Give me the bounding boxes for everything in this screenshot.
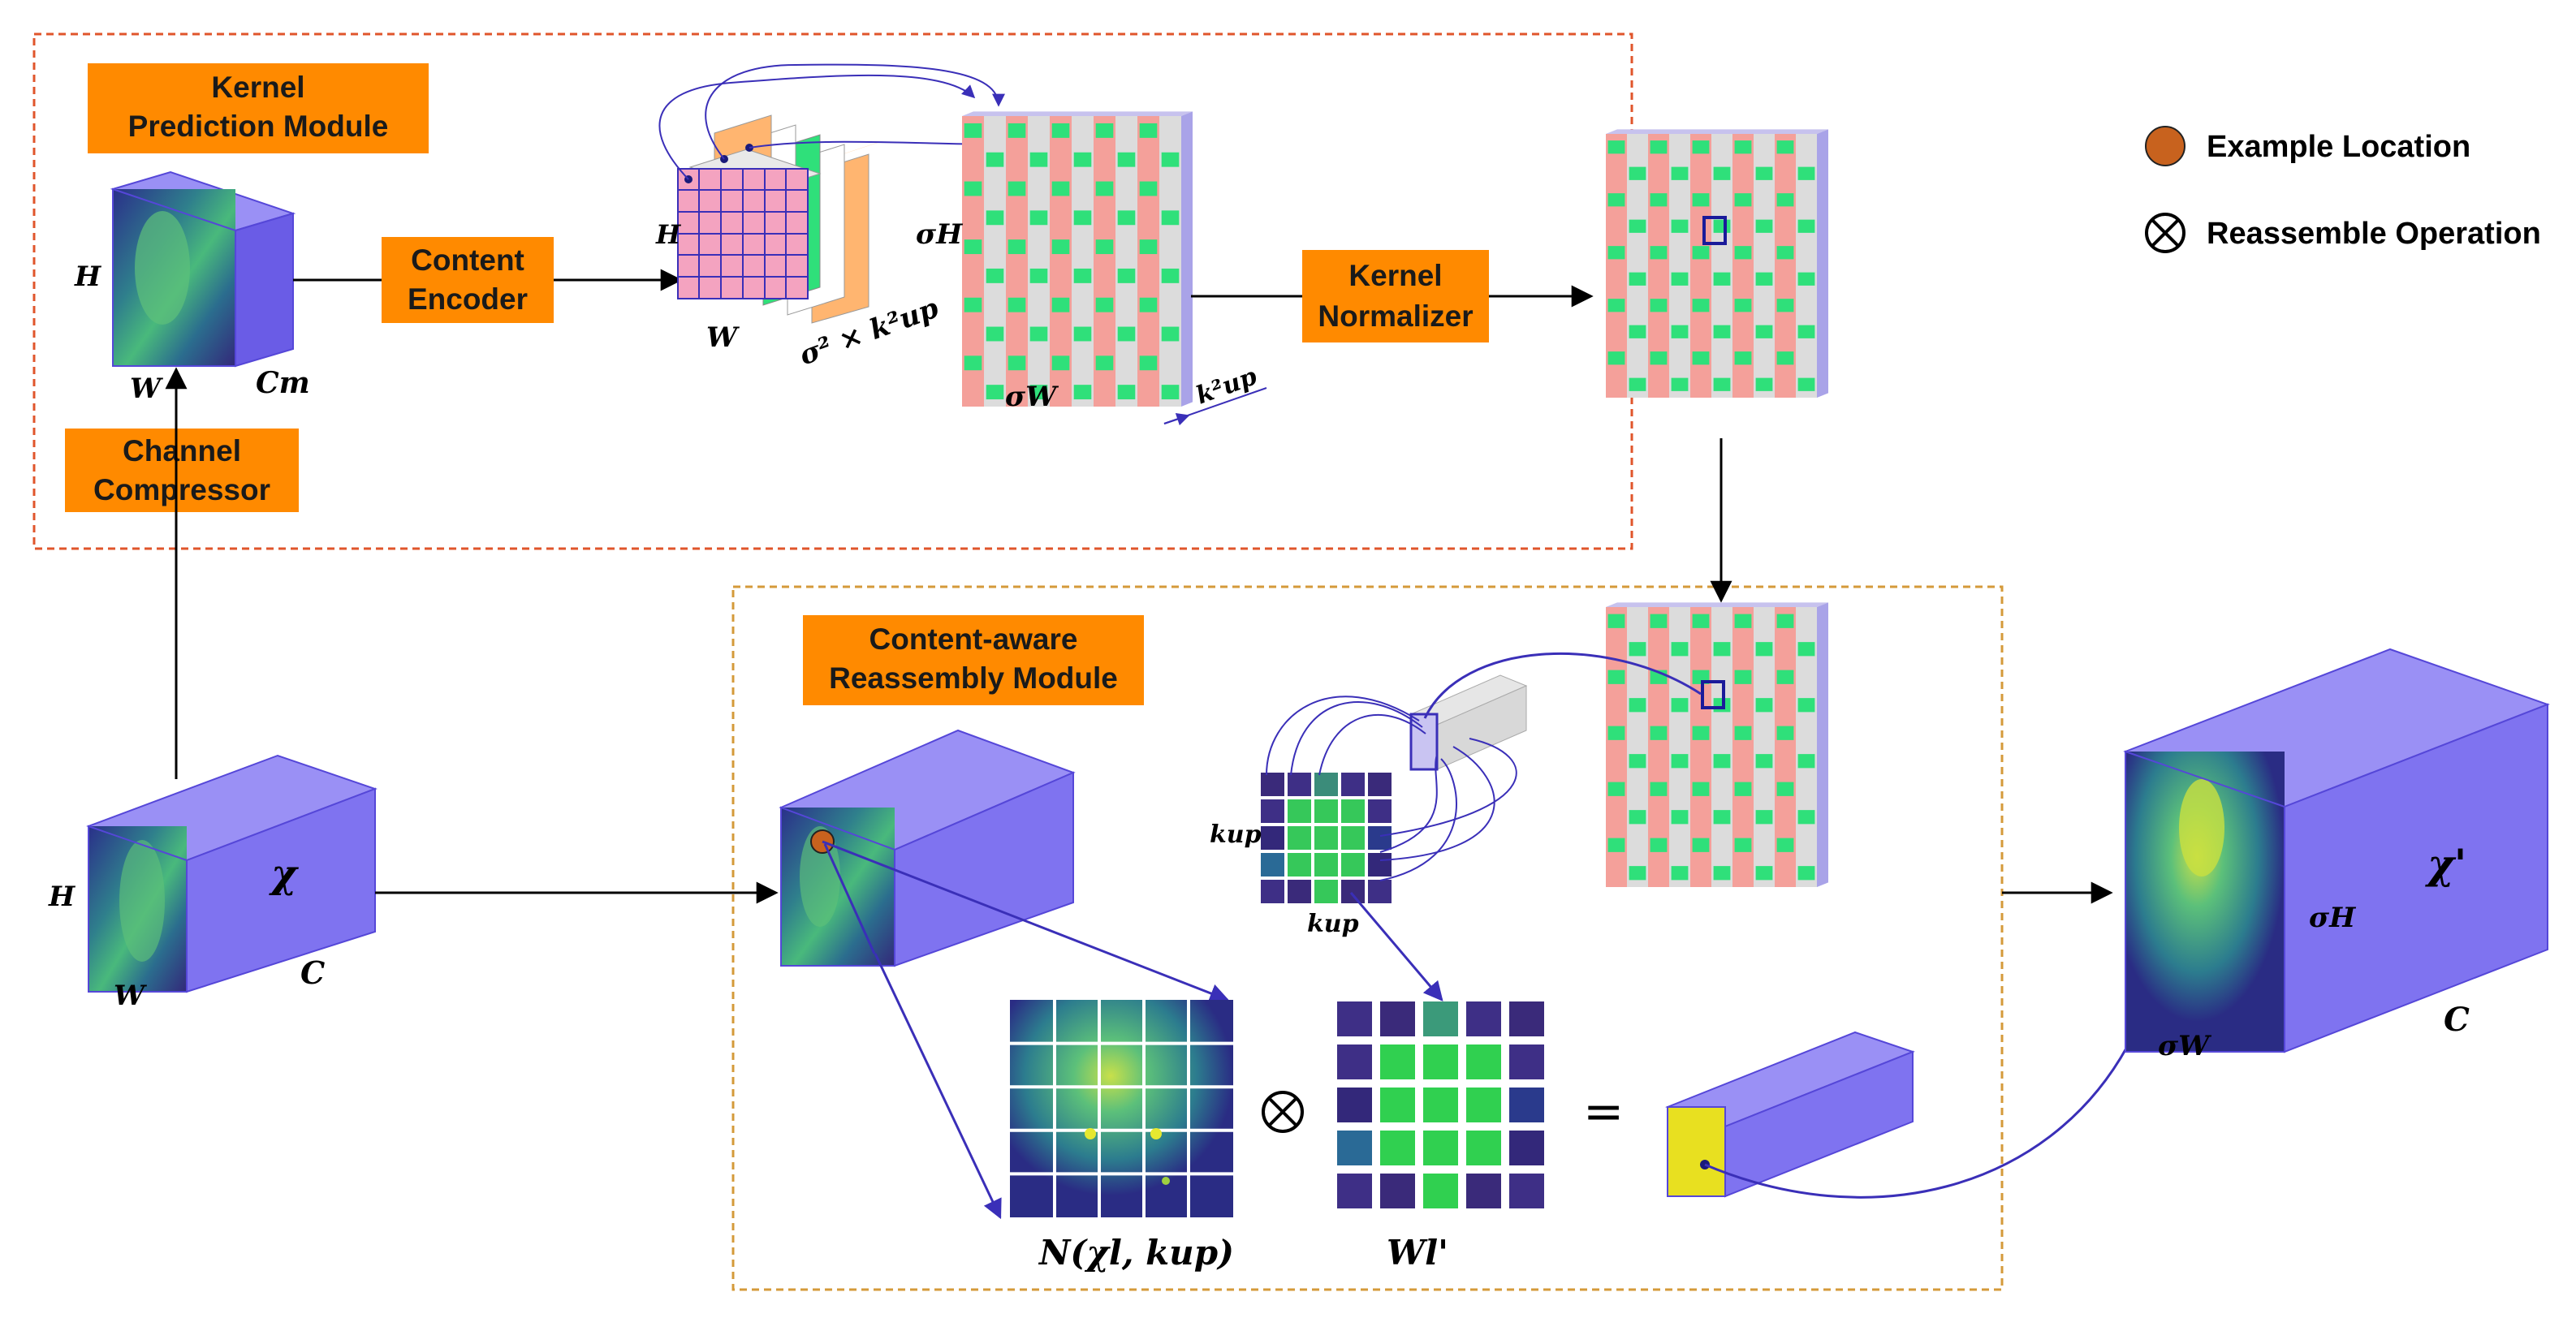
reassembly-frame — [731, 585, 2004, 1291]
svg-text:χ: χ — [269, 851, 299, 897]
svg-text:H: H — [74, 261, 102, 293]
svg-text:σW: σW — [2158, 1030, 2211, 1062]
normalized-kernel-map — [1606, 129, 1828, 398]
svg-text:Reassembly Module: Reassembly Module — [829, 661, 1118, 695]
equals-sign: = — [1583, 1083, 1624, 1140]
compressed-feature-cube: H W Cm — [74, 170, 310, 405]
svg-text:Reassemble Operation: Reassemble Operation — [2207, 217, 2541, 251]
svg-text:Content-aware: Content-aware — [869, 622, 1078, 656]
svg-text:Kernel: Kernel — [211, 71, 304, 104]
svg-text:Normalizer: Normalizer — [1318, 299, 1473, 333]
svg-text:W: W — [130, 373, 163, 405]
svg-text:Cm: Cm — [256, 366, 310, 400]
svg-text:Compressor: Compressor — [93, 473, 270, 506]
svg-text:χ': χ' — [2425, 840, 2466, 888]
svg-text:Prediction Module: Prediction Module — [128, 110, 389, 143]
content-encoder-block: Content Encoder — [382, 237, 554, 323]
svg-text:Kernel: Kernel — [1348, 259, 1442, 292]
channel-compressor-block: Channel Compressor — [65, 429, 299, 512]
input-feature-cube: H W χ C — [48, 754, 378, 1012]
svg-text:H: H — [48, 881, 76, 913]
kernel-weight-grid: Wl' — [1337, 1001, 1544, 1273]
svg-text:N(χl, kup): N(χl, kup) — [1038, 1233, 1234, 1273]
reassemble-operator — [1262, 1091, 1304, 1133]
output-feature-cube: χ' σH σW C — [2123, 648, 2550, 1062]
kernel-prediction-title: Kernel Prediction Module — [88, 63, 429, 153]
neighborhood-grid: N(χl, kup) — [1010, 1000, 1234, 1273]
svg-text:H: H — [655, 219, 682, 250]
svg-text:σH: σH — [2309, 902, 2357, 934]
svg-text:Wl': Wl' — [1387, 1233, 1448, 1273]
svg-text:C: C — [2444, 1001, 2470, 1039]
kernel-normalizer-block: Kernel Normalizer — [1302, 250, 1489, 342]
svg-text:k²up: k²up — [1193, 362, 1261, 410]
example-location-marker — [2145, 126, 2186, 166]
svg-text:Content: Content — [411, 243, 524, 277]
legend: Example Location Reassemble Operation — [2145, 126, 2541, 253]
svg-text:C: C — [300, 954, 325, 991]
predicted-kernel-map: σH σW k²up — [916, 111, 1267, 426]
svg-text:kup: kup — [1210, 821, 1262, 849]
svg-text:kup: kup — [1307, 910, 1359, 938]
svg-text:W: W — [114, 980, 147, 1012]
svg-text:σW: σW — [1005, 381, 1059, 413]
reassembly-input-cube — [779, 729, 1076, 967]
svg-text:Example Location: Example Location — [2207, 130, 2470, 164]
reassembly-title: Content-aware Reassembly Module — [803, 615, 1144, 705]
output-location-column — [1665, 1031, 1915, 1198]
small-kernel-grid: kup kup — [1210, 652, 1702, 938]
svg-text:Channel: Channel — [123, 434, 241, 467]
svg-text:σH: σH — [916, 218, 964, 251]
svg-text:W: W — [706, 321, 740, 354]
svg-text:Encoder: Encoder — [408, 282, 528, 316]
reassemble-operation-icon — [2145, 213, 2186, 253]
reassembly-kernel-map — [1606, 602, 1828, 887]
